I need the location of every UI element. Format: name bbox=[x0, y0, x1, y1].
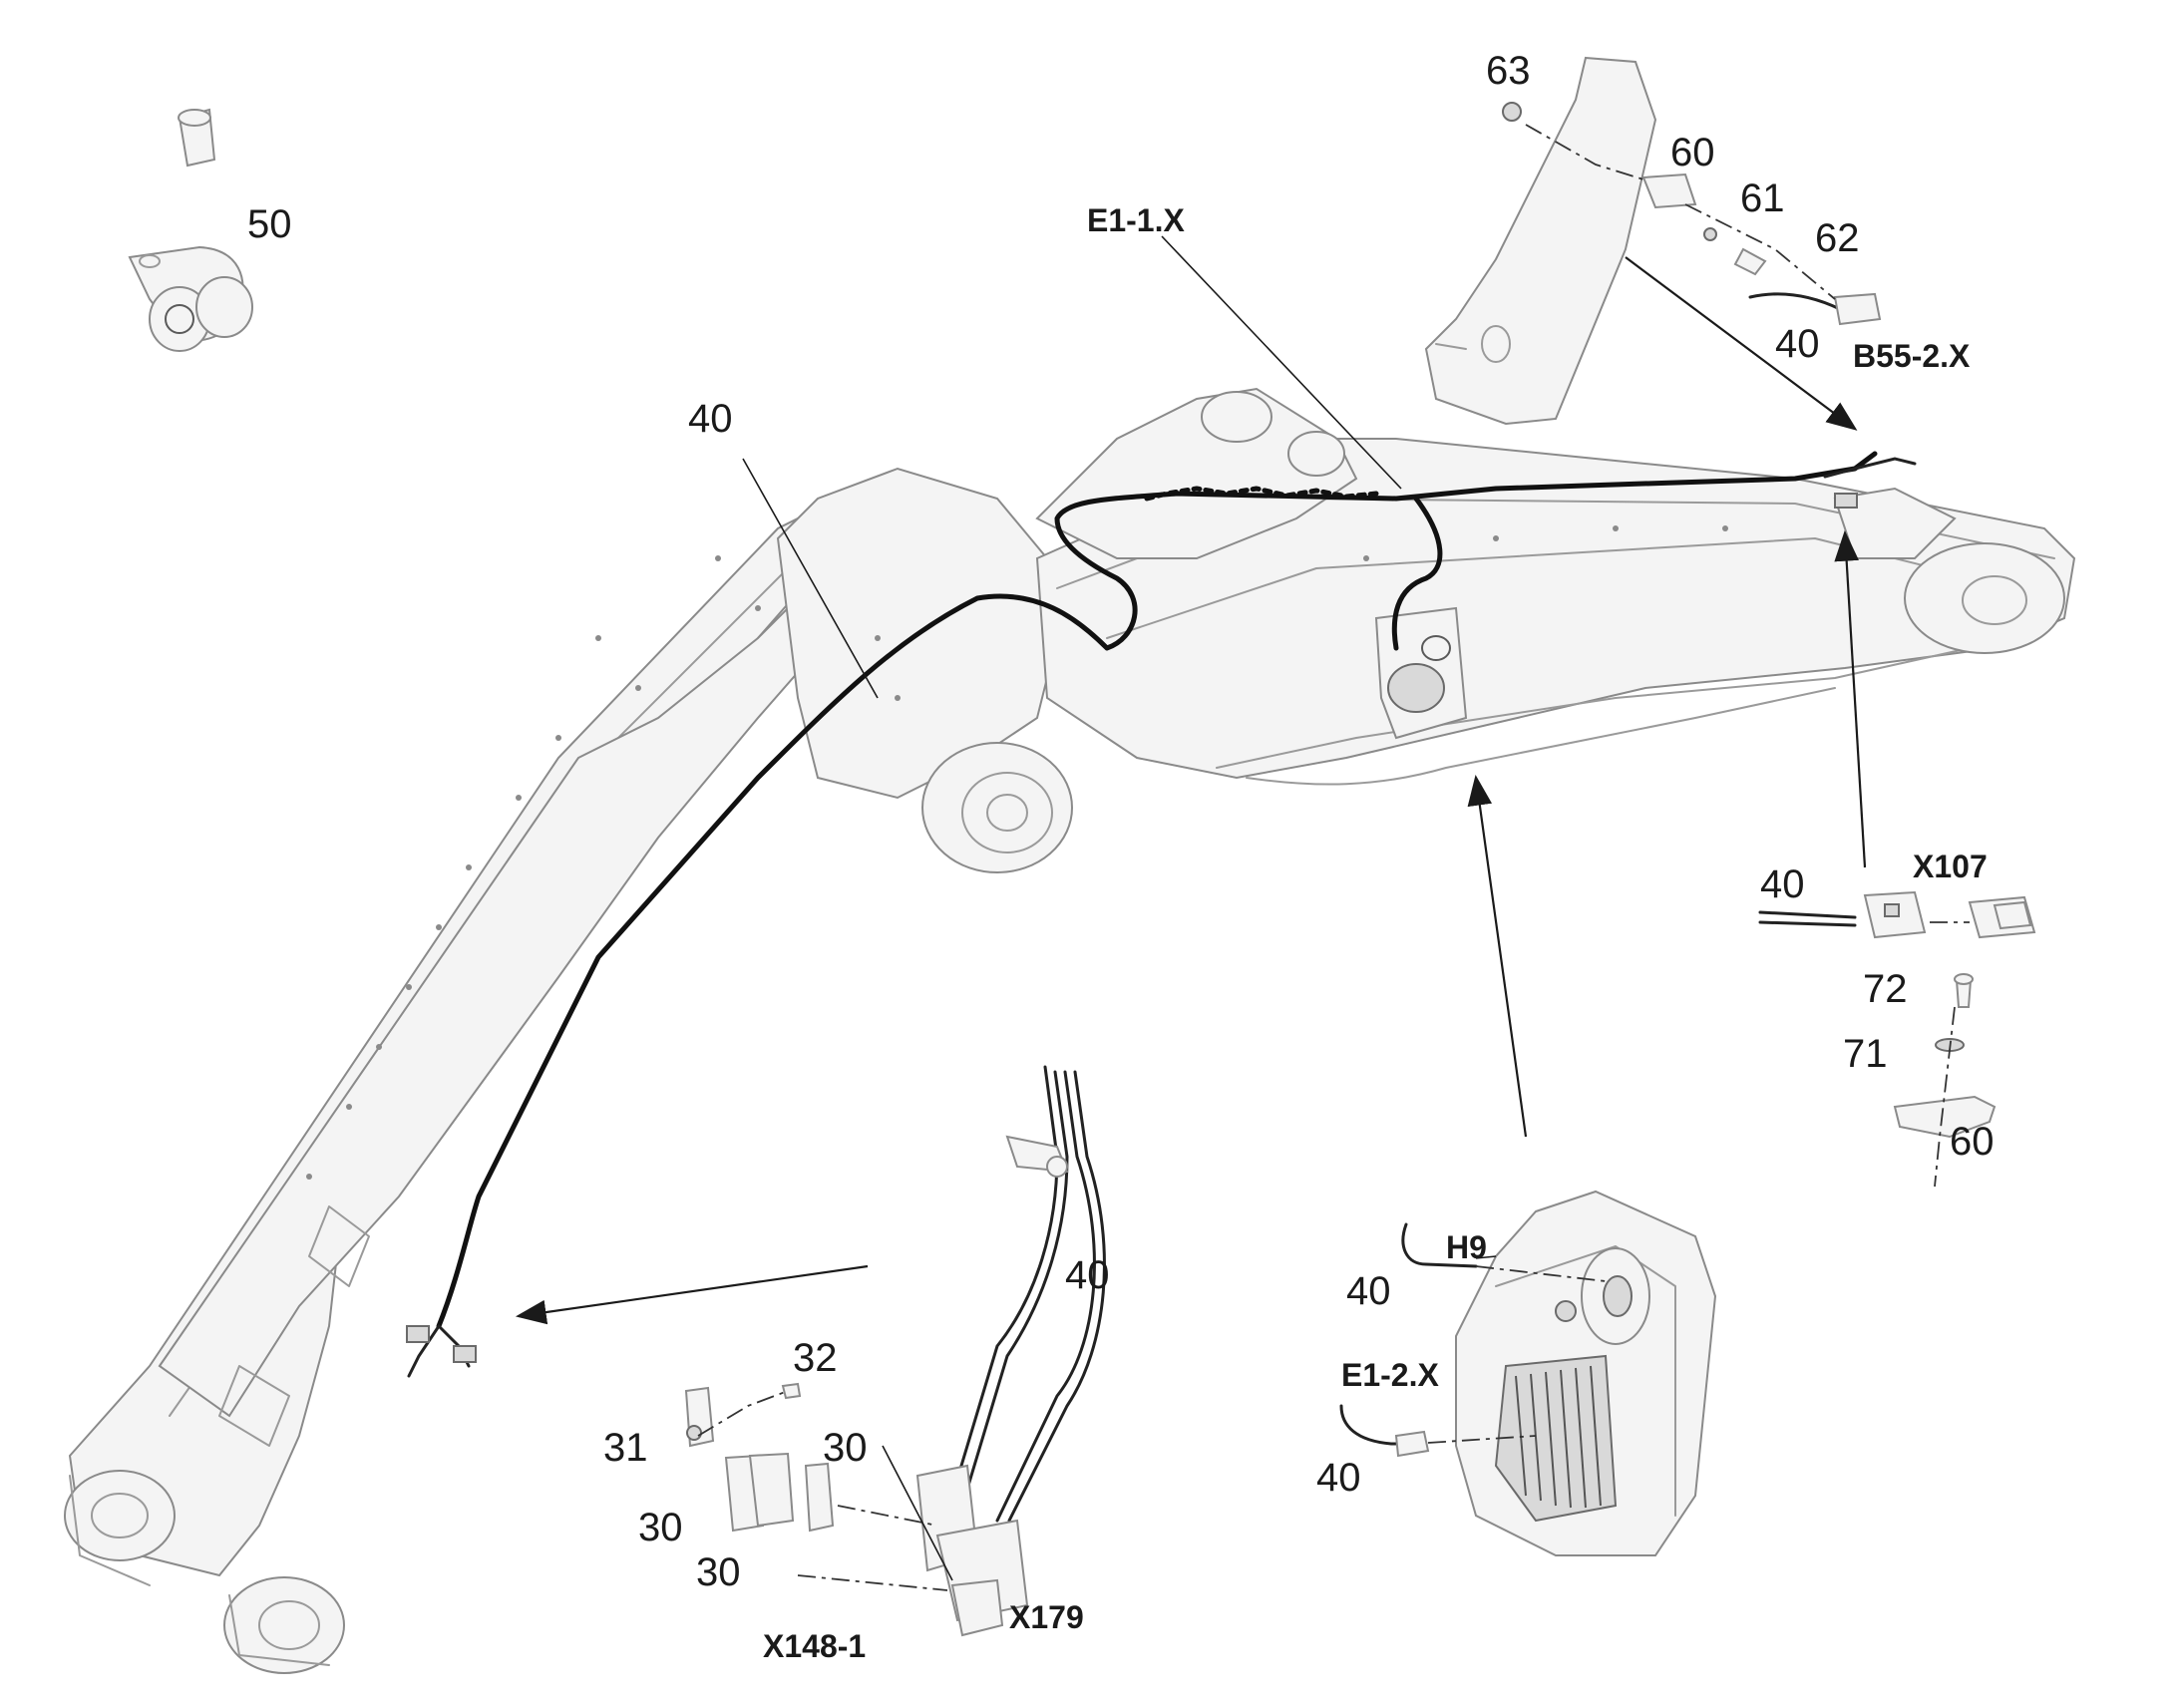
label-61: 61 bbox=[1740, 176, 1785, 220]
leader-lines bbox=[742, 235, 1497, 1581]
light-bracket-assembly bbox=[1424, 56, 1882, 426]
label-boom-harness-40: 40 bbox=[688, 397, 733, 441]
label-30-c: 30 bbox=[696, 1550, 741, 1594]
boom-holes bbox=[306, 525, 1728, 1180]
label-x148-1: X148-1 bbox=[763, 1628, 866, 1664]
x107-detail bbox=[1758, 890, 2036, 1188]
label-40-x107: 40 bbox=[1760, 862, 1805, 906]
boom-harness-cable bbox=[406, 451, 1917, 1378]
label-h9: H9 bbox=[1446, 1229, 1487, 1265]
label-71: 71 bbox=[1843, 1032, 1888, 1076]
callout-labels: 50 40 E1-1.X 63 60 61 62 40 B55-2.X X107… bbox=[247, 49, 1995, 1664]
label-32: 32 bbox=[793, 1336, 838, 1380]
label-clamp-50: 50 bbox=[247, 202, 292, 246]
label-40-e1-2: 40 bbox=[1316, 1456, 1361, 1500]
label-b55-2x: B55-2.X bbox=[1853, 338, 1971, 374]
label-60-top: 60 bbox=[1670, 131, 1715, 174]
label-63: 63 bbox=[1486, 49, 1531, 93]
clamp-part-50 bbox=[128, 108, 253, 352]
label-40-h9: 40 bbox=[1346, 1269, 1391, 1313]
lower-harness-detail bbox=[684, 1065, 1106, 1637]
label-x179: X179 bbox=[1009, 1599, 1084, 1635]
label-30-a: 30 bbox=[823, 1426, 868, 1470]
label-72: 72 bbox=[1863, 967, 1908, 1011]
arrows bbox=[515, 256, 1867, 1325]
boom-structure bbox=[64, 387, 2076, 1674]
label-40-b55: 40 bbox=[1775, 322, 1820, 366]
work-light-detail bbox=[1339, 1190, 1717, 1556]
label-x107: X107 bbox=[1913, 849, 1988, 884]
label-30-b: 30 bbox=[638, 1506, 683, 1549]
label-62: 62 bbox=[1815, 216, 1860, 260]
label-e1-1x: E1-1.X bbox=[1087, 202, 1185, 238]
label-60-right: 60 bbox=[1950, 1120, 1995, 1164]
label-31: 31 bbox=[603, 1426, 648, 1470]
label-e1-2x: E1-2.X bbox=[1341, 1357, 1439, 1393]
label-40-lower: 40 bbox=[1065, 1253, 1110, 1297]
